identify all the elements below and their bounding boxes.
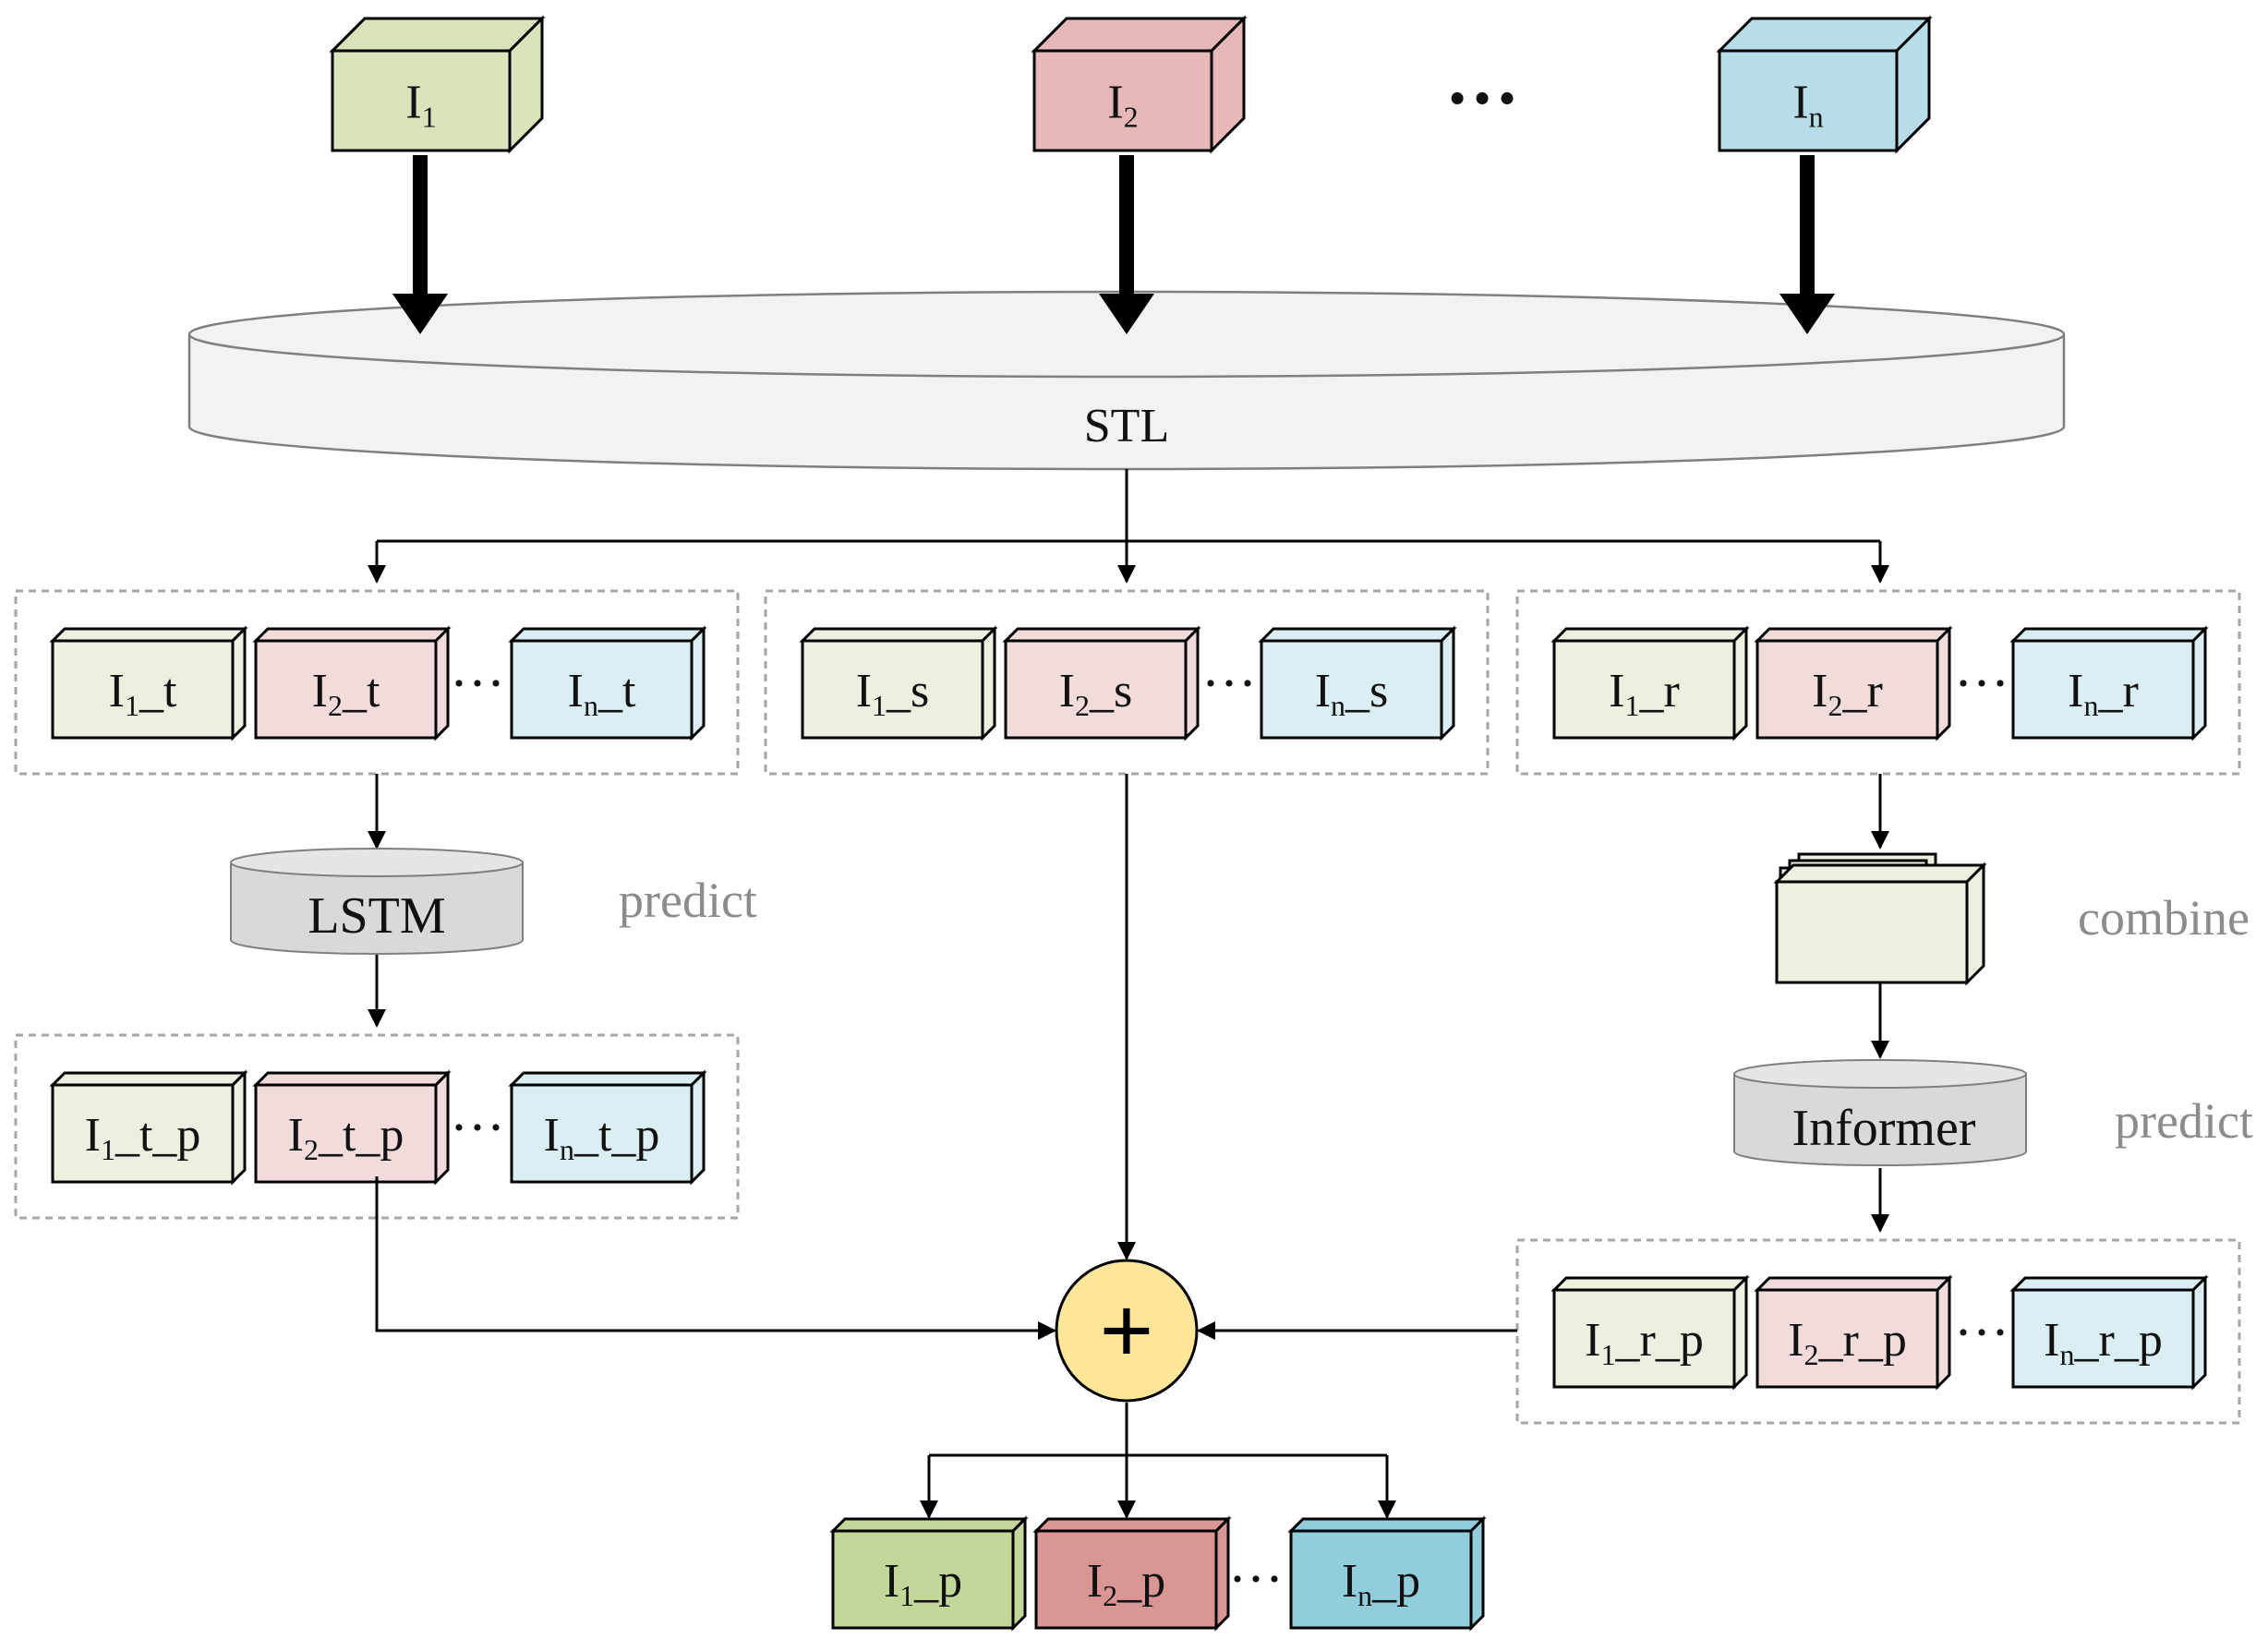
trend-cube-3-label: In_t [568,665,636,722]
residual-cube-1-label: I1_r [1609,665,1680,722]
input-cube-2: I2 [1031,15,1248,154]
seasonal-cube-3: In_s [1258,625,1457,741]
input-cube-2-label: I2 [1107,77,1138,134]
residual-pred-row-ellipsis: ··· [1954,1302,2009,1363]
trend-cube-1-label: I1_t [109,665,177,722]
output-cube-2: I2_p [1032,1515,1232,1632]
output-cubes: I1_p I2_p In_p [829,1515,1487,1632]
trend-component-cubes: I1_t I2_t In_t [49,625,707,741]
residual-cube-3-label: In_r [2068,665,2139,722]
combine-note: combine [2078,890,2250,946]
trend-pred-cube-1-label: I1_t_p [85,1109,201,1166]
output-cube-3: In_p [1287,1515,1487,1632]
plus-symbol: + [1100,1279,1153,1382]
trend-cube-2-label: I2_t [312,665,380,722]
output-cube-1: I1_p [829,1515,1029,1632]
seasonal-cube-1: I1_s [799,625,998,741]
output-cube-3-label: In_p [1342,1555,1420,1612]
trend-prediction-cubes: I1_t_p I2_t_p In_t_p [49,1069,707,1186]
informer-model: Informer [1733,1059,2027,1166]
trend-cube-3: In_t [508,625,707,741]
informer-label: Informer [1791,1100,1975,1157]
trend-cube-2: I2_t [252,625,452,741]
seasonal-cube-3-label: In_s [1315,665,1389,722]
informer-predict-note: predict [2115,1093,2253,1149]
stl-label: STL [1084,400,1169,452]
trend-pred-row-ellipsis: ··· [450,1097,505,1158]
seasonal-component-cubes: I1_s I2_s In_s [799,625,1457,741]
residual-component-cubes: I1_r I2_r In_r [1550,625,2209,741]
trend-row-ellipsis: ··· [450,653,505,714]
summation-connectors [375,774,1517,1519]
residual-cube-2-label: I2_r [1812,665,1883,722]
residual-pred-cube-3: In_r_p [2009,1274,2209,1391]
seasonal-row-ellipsis: ··· [1201,653,1257,714]
trend-cube-1: I1_t [49,625,248,741]
residual-cube-3: In_r [2009,625,2209,741]
residual-prediction-cubes: I1_r_p I2_r_p In_r_p [1550,1274,2209,1391]
residual-row-ellipsis: ··· [1954,653,2009,714]
input-cube-3: In [1716,15,1933,154]
trend-pred-cube-2: I2_t_p [252,1069,452,1186]
seasonal-cube-2-label: I2_s [1059,665,1133,722]
residual-pred-cube-2-label: I2_r_p [1788,1314,1907,1371]
trend-pred-cube-2-label: I2_t_p [288,1109,404,1166]
lstm-model: LSTM [230,848,524,955]
input-ellipsis: … [1445,39,1519,120]
input-series-cubes: I1 I2 In [329,15,1933,154]
residual-pred-cube-1-label: I1_r_p [1585,1314,1704,1371]
stl-distribution-connectors [368,469,1889,584]
input-cube-3-label: In [1792,77,1823,134]
trend-pred-cube-3: In_t_p [508,1069,707,1186]
input-cube-1: I1 [329,15,546,154]
lstm-predict-note: predict [619,873,757,928]
trend-pred-cube-3-label: In_t_p [544,1109,660,1166]
seasonal-cube-1-label: I1_s [856,665,930,722]
residual-cube-2: I2_r [1754,625,1953,741]
combine-stack [1773,852,1987,986]
residual-pred-cube-1: I1_r_p [1550,1274,1750,1391]
output-cube-1-label: I1_p [884,1555,962,1612]
residual-cube-1: I1_r [1550,625,1750,741]
row-ellipses: ··· ··· ··· ··· ··· ··· [450,653,2009,1609]
output-row-ellipsis: ··· [1228,1549,1284,1609]
sum-node: + [1055,1259,1199,1403]
input-cube-1-label: I1 [405,77,436,134]
seasonal-cube-2: I2_s [1002,625,1201,741]
residual-pred-cube-2: I2_r_p [1754,1274,1953,1391]
trend-pred-cube-1: I1_t_p [49,1069,248,1186]
input-arrow-tips [392,277,1835,334]
lstm-label: LSTM [308,887,445,945]
residual-pred-cube-3-label: In_r_p [2044,1314,2163,1371]
output-cube-2-label: I2_p [1087,1555,1165,1612]
